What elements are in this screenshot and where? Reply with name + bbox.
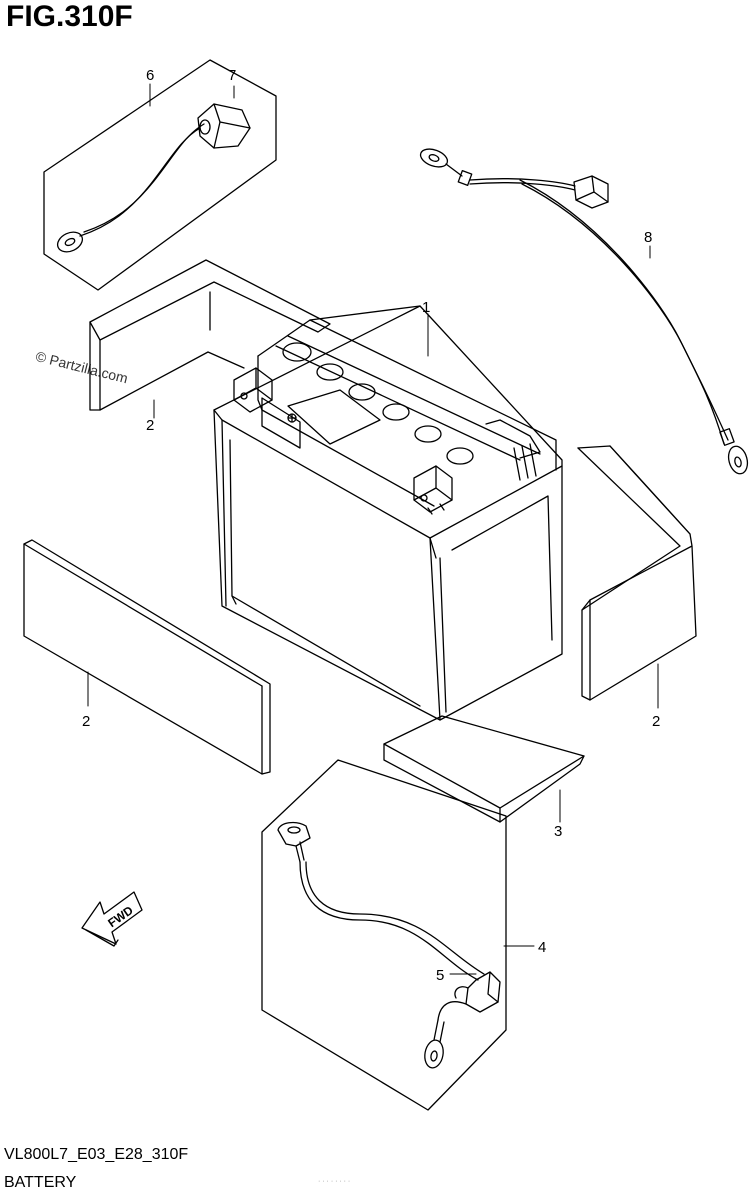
connector-8 (573, 175, 609, 209)
ring-terminal-6 (56, 231, 84, 253)
terminal-cap-7 (197, 103, 251, 149)
fwd-arrow-icon (81, 891, 143, 947)
cable-8 (469, 178, 576, 187)
pad-2-right (577, 445, 697, 701)
callout-7: 7 (228, 67, 236, 84)
callout-6: 6 (146, 67, 154, 84)
figure-code: VL800L7_E03_E28_310F (4, 1146, 189, 1163)
callout-8: 8 (644, 229, 652, 246)
callout-1: 1 (422, 299, 430, 316)
panel-cable-6 (43, 59, 277, 291)
callout-5: 5 (436, 967, 444, 984)
callout-4: 4 (538, 939, 546, 956)
callout-2c: 2 (652, 713, 660, 730)
battery (213, 305, 563, 721)
callout-2a: 2 (146, 417, 154, 434)
terminal-cap-5 (465, 971, 501, 1013)
figure-title: FIG.310F (6, 0, 133, 33)
ring-terminal-8a (419, 148, 449, 168)
pad-2-left (23, 539, 271, 775)
footer-note: · · · · · · · · (318, 1178, 351, 1185)
terminal-4-top (277, 821, 311, 847)
leader-lines (87, 83, 659, 975)
ring-terminal-4 (424, 1039, 444, 1069)
callout-3: 3 (554, 823, 562, 840)
figure-caption: BATTERY (4, 1174, 77, 1191)
panel-cable-4 (261, 759, 507, 1111)
callout-2b: 2 (82, 713, 90, 730)
callouts: 1 2 2 2 3 4 5 6 7 8 (82, 67, 660, 984)
pad-3 (383, 715, 585, 823)
cable-4 (299, 861, 479, 981)
ring-terminal-8b (727, 445, 749, 475)
